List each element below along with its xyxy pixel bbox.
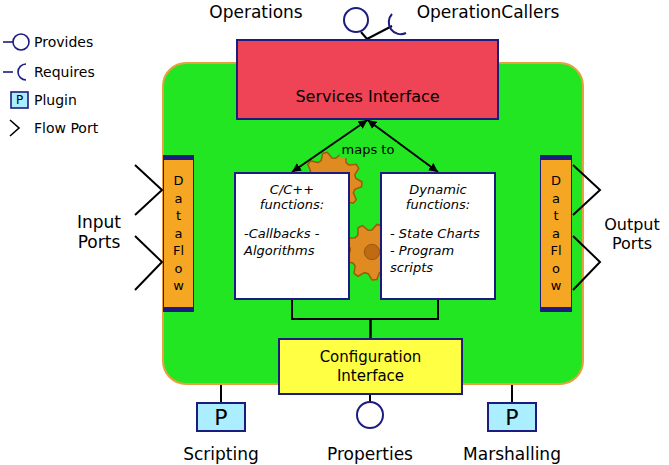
- input-port: [135, 165, 162, 215]
- output-port: [573, 236, 600, 290]
- output-port: [573, 165, 600, 215]
- requires-cup: [389, 14, 406, 34]
- gear-hub: [364, 244, 379, 259]
- flow-ports: [135, 165, 600, 290]
- port-group-label: Output Ports: [600, 215, 664, 253]
- properties-stem: [369, 395, 371, 402]
- node-title: C/C++ functions:: [250, 182, 334, 212]
- legend-flow-port: [10, 120, 19, 136]
- node-title: P: [214, 405, 227, 430]
- properties-symbol: [357, 395, 383, 428]
- connector-line: [220, 385, 222, 402]
- data-flow-band: Data Flow: [163, 155, 194, 312]
- node-title: P: [505, 405, 518, 430]
- legend-text: Provides: [34, 34, 93, 50]
- plugin-box: PScripting: [196, 402, 246, 432]
- port-group-label: Input Ports: [67, 212, 131, 253]
- node-body: Marshalling: [463, 444, 561, 464]
- connector-line: [371, 300, 439, 338]
- interface-name: OperationCallers: [417, 2, 560, 22]
- data-flow-band: Data Flow: [540, 155, 572, 312]
- legend-provides-circle: [13, 34, 29, 50]
- mapping-label: maps to: [340, 142, 397, 158]
- input-port: [135, 236, 162, 290]
- legend-plugin-box: [11, 92, 28, 108]
- legend-text: Requires: [34, 64, 95, 80]
- node-body: Scripting: [183, 444, 259, 464]
- interface-name: Properties: [327, 444, 413, 464]
- services-interface: Services Interface: [236, 39, 499, 120]
- service-symbols: [344, 8, 406, 39]
- node-title: Services Interface: [295, 87, 439, 106]
- node-title: Configuration Interface: [288, 348, 453, 386]
- connector-line: [511, 385, 513, 402]
- plugin-box: PMarshalling: [487, 402, 537, 432]
- gear: [344, 224, 400, 280]
- node-title: Data Flow: [172, 172, 185, 295]
- legend-text: Flow Port: [34, 120, 98, 136]
- node-body: -Callbacks -Algorithms: [244, 226, 340, 260]
- provides-stem: [361, 32, 367, 39]
- function-box: C/C++ functions: -Callbacks -Algorithms: [234, 172, 350, 300]
- interface-name: Operations: [209, 2, 302, 22]
- connector-line: [292, 300, 371, 338]
- legend-swatches: [3, 34, 29, 136]
- provides-circle: [344, 8, 368, 32]
- gears: [302, 152, 400, 280]
- gear: [302, 152, 362, 211]
- legend-requires-stem: [3, 71, 13, 73]
- requires-stem: [367, 26, 392, 39]
- configuration-interface: Configuration Interface: [278, 338, 463, 395]
- legend-text: Plugin: [34, 92, 77, 108]
- component-box: Services InterfaceData Flow C/C++ functio…: [162, 62, 584, 385]
- legend-requires-cup: [18, 64, 26, 80]
- node-title: Data Flow: [550, 172, 563, 295]
- function-box: Dynamic functions: - State Charts - Progr…: [380, 172, 496, 300]
- node-body: - State Charts - Program scripts: [390, 226, 486, 277]
- gear-hub: [324, 174, 341, 191]
- node-title: Dynamic functions:: [396, 182, 480, 212]
- legend-plugin-letter: P: [16, 93, 23, 107]
- properties-circle: [357, 402, 383, 428]
- legend-provides-stem: [3, 41, 13, 43]
